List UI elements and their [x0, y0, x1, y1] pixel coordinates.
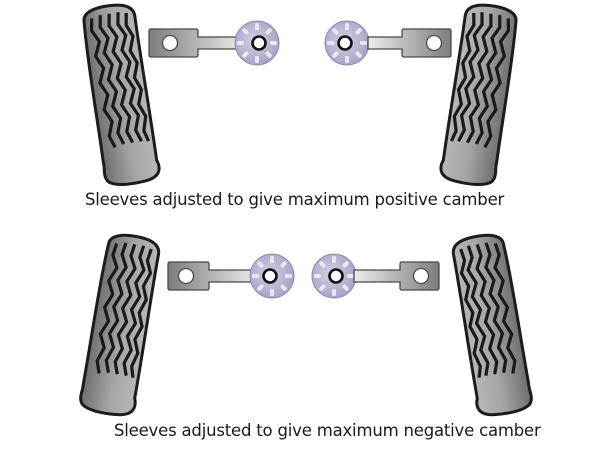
- panel-negative-camber: [77, 230, 535, 420]
- eccentric-sleeve-icon: [249, 253, 295, 299]
- suspension-arm-icon: [353, 261, 440, 291]
- suspension-arm-icon: [367, 28, 452, 58]
- eccentric-sleeve-icon: [324, 20, 370, 66]
- caption-positive-camber: Sleeves adjusted to give maximum positiv…: [85, 190, 505, 209]
- eccentric-sleeve-icon: [311, 253, 357, 299]
- suspension-arm-icon: [167, 261, 259, 291]
- tyre-icon: [449, 230, 535, 420]
- caption-negative-camber: Sleeves adjusted to give maximum negativ…: [114, 421, 541, 440]
- eccentric-sleeve-icon: [234, 20, 280, 66]
- panel-positive-camber: [77, 0, 523, 190]
- tyre-icon: [77, 230, 163, 420]
- suspension-arm-icon: [148, 28, 245, 58]
